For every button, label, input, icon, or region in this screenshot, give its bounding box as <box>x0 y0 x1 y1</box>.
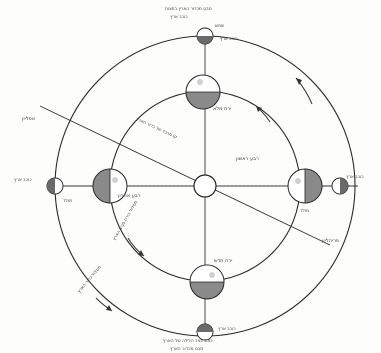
diag-lower-label: פריהליון <box>322 238 339 244</box>
moon-right <box>288 169 322 203</box>
top-earth-label-b: כוכב ארץ <box>170 15 188 20</box>
diag-upper-label: אפליון <box>22 116 35 122</box>
moon-left-sub: מולד <box>63 199 72 204</box>
earth-right <box>332 178 348 194</box>
moon-top-label: ירח מלא <box>213 106 231 112</box>
right-earth-label: כוכב ארץ <box>346 175 364 180</box>
moon-right-sub: מולד <box>300 209 309 214</box>
moon-bottom-label: ירח חדש <box>214 258 232 264</box>
arrow-outer-left <box>96 298 112 311</box>
arrow-inner-left <box>128 238 144 256</box>
moon-left-label: רבע אחרון <box>118 193 141 199</box>
left-earth-label: כוכב ארץ <box>14 178 32 183</box>
moon-right-label: רבע ראשון <box>236 156 259 162</box>
earth-bottom <box>197 324 213 340</box>
top-earth-label-a: מבט מכדור הארץ בחצות <box>165 7 212 12</box>
center-body <box>194 175 216 197</box>
top-moon-label: כוכב ארץ <box>220 37 238 42</box>
top-sun-note: שמש <box>215 24 224 29</box>
diagonal-line <box>40 106 330 245</box>
bottom-note-a: כוכב בצד הלילה של הארץ <box>163 339 213 344</box>
moon-bottom <box>190 265 224 299</box>
earth-top <box>197 28 213 44</box>
earth-left <box>47 178 63 194</box>
bottom-note-b: מבט מכדור הארץ <box>170 347 203 352</box>
arrow-inner-right <box>256 106 270 122</box>
axis-label: קו מרכזי של כדור הארץ <box>135 117 178 140</box>
bottom-earth-label: כוכב ארץ <box>218 327 236 332</box>
arrow-outer-right <box>296 78 312 104</box>
moon-top <box>186 75 220 109</box>
